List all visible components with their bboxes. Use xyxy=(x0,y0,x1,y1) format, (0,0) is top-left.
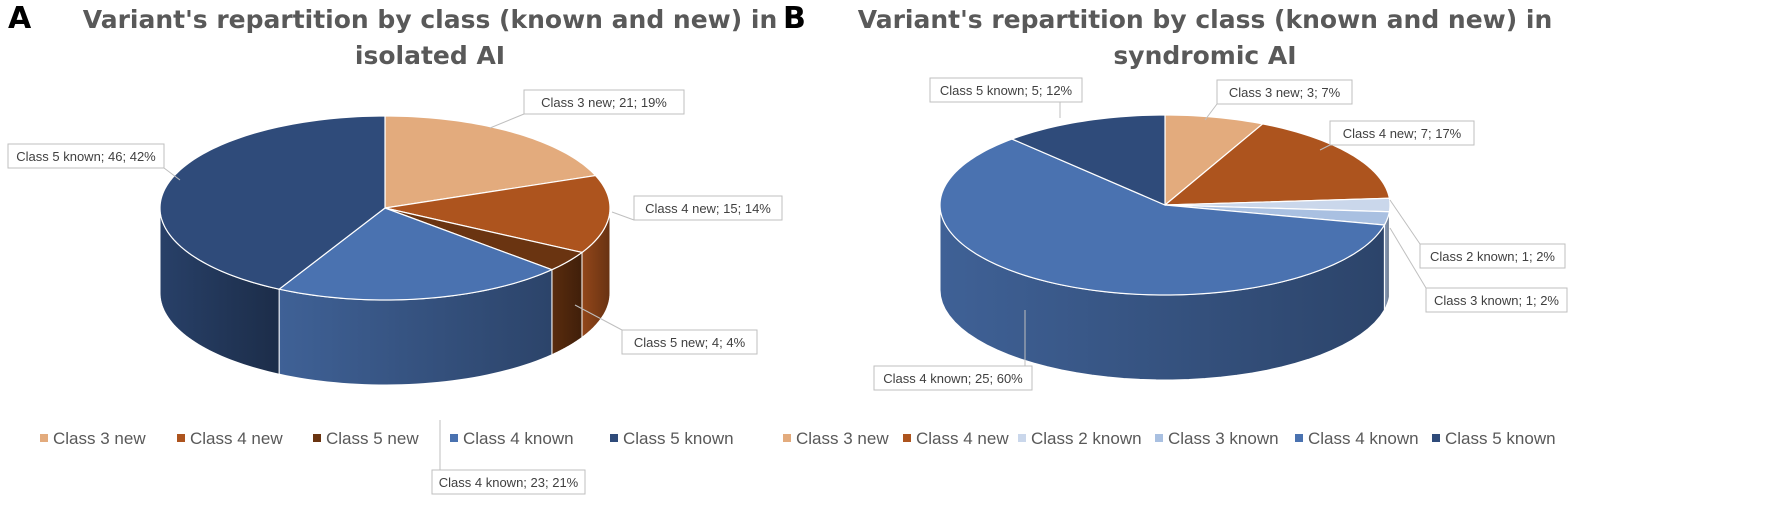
leader-line xyxy=(163,167,181,181)
legend-item-class-4-new: Class 4 new xyxy=(190,429,283,448)
leader-line xyxy=(1389,199,1421,245)
data-label-box xyxy=(7,143,165,169)
legend-swatch xyxy=(40,434,48,442)
leader-line xyxy=(574,304,623,331)
legend-item-class-3-new: Class 3 new xyxy=(796,429,889,448)
pie-side-class-3-known xyxy=(1383,211,1390,311)
legend-item-class-3-new: Class 3 new xyxy=(53,429,146,448)
data-label-class-3-known: Class 3 known; 1; 2% xyxy=(1434,293,1559,308)
data-label-class-5-known: Class 5 known; 46; 42% xyxy=(16,149,156,164)
data-label-box xyxy=(929,77,1083,103)
pie-slice-class-3-new xyxy=(1164,114,1264,207)
data-label-class-4-known: Class 4 known; 25; 60% xyxy=(883,371,1023,386)
leader-line xyxy=(489,113,525,129)
legend-item-class-4-known: Class 4 known xyxy=(1308,429,1419,448)
data-label-class-4-known: Class 4 known; 23; 21% xyxy=(439,475,579,490)
data-label-class-3-new: Class 3 new; 3; 7% xyxy=(1229,85,1341,100)
data-label-box xyxy=(1425,287,1568,313)
legend-swatch xyxy=(783,434,791,442)
legend-item-class-5-new: Class 5 new xyxy=(326,429,419,448)
pie-slice-class-4-new xyxy=(384,174,611,254)
pie-slice-class-5-known xyxy=(159,115,386,290)
data-label-class-5-new: Class 5 new; 4; 4% xyxy=(634,335,746,350)
pie-slice-class-2-known xyxy=(1164,197,1391,213)
leader-line xyxy=(1319,144,1331,151)
legend-item-class-3-known: Class 3 known xyxy=(1168,429,1279,448)
data-label-box xyxy=(1329,120,1475,146)
data-label-box xyxy=(1419,243,1566,269)
data-label-class-4-new: Class 4 new; 7; 17% xyxy=(1343,126,1462,141)
pie-chart-a: Class 3 new; 21; 19% Class 4 new; 15; 14%… xyxy=(7,89,783,495)
pie-slice-class-4-known xyxy=(939,138,1386,296)
legend-item-class-5-known: Class 5 known xyxy=(623,429,734,448)
legend-swatch xyxy=(450,434,458,442)
leader-line xyxy=(1389,227,1427,289)
data-label-class-3-new: Class 3 new; 21; 19% xyxy=(541,95,667,110)
pie-slice-class-4-new xyxy=(1163,123,1391,206)
data-label-box xyxy=(431,469,586,495)
data-label-class-2-known: Class 2 known; 1; 2% xyxy=(1430,249,1555,264)
legend-swatch xyxy=(903,434,911,442)
chart-title-b-line1: Variant's repartition by class (known an… xyxy=(858,5,1553,34)
legend-item-class-2-known: Class 2 known xyxy=(1031,429,1142,448)
leader-line xyxy=(1204,103,1218,121)
data-label-class-4-new: Class 4 new; 15; 14% xyxy=(645,201,771,216)
data-label-class-5-known: Class 5 known; 5; 12% xyxy=(940,83,1073,98)
data-label-box xyxy=(621,329,758,355)
panel-label-b: B xyxy=(783,1,806,36)
legend-swatch xyxy=(1018,434,1026,442)
legend-swatch xyxy=(610,434,618,442)
pie-slice-class-3-new xyxy=(384,115,597,209)
data-label-box xyxy=(633,195,783,221)
leader-line xyxy=(611,211,635,221)
legend-swatch xyxy=(313,434,321,442)
panel-label-a: A xyxy=(8,1,32,36)
legend-swatch xyxy=(1432,434,1440,442)
data-label-box xyxy=(1216,79,1353,105)
chart-title-a-line1: Variant's repartition by class (known an… xyxy=(83,5,778,34)
pie-slice-class-4-known xyxy=(277,207,554,301)
chart-title-a-line2: isolated AI xyxy=(355,41,505,70)
pie-slice-class-5-new xyxy=(384,207,584,271)
legend-swatch xyxy=(177,434,185,442)
pie-slice-class-5-known xyxy=(1010,114,1166,206)
data-label-box xyxy=(523,89,685,115)
data-label-box xyxy=(873,365,1033,391)
legend-a: Class 3 new Class 4 new Class 5 new Class 4… xyxy=(40,429,734,448)
legend-swatch xyxy=(1295,434,1303,442)
legend-swatch xyxy=(1155,434,1163,442)
legend-item-class-4-known: Class 4 known xyxy=(463,429,574,448)
legend-item-class-5-known: Class 5 known xyxy=(1445,429,1556,448)
legend-b: Class 3 new Class 4 new Class 2 known Class… xyxy=(783,429,1556,448)
pie-chart-b: Class 3 new; 3; 7% Class 4 new; 7; 17% Cla… xyxy=(783,77,1568,448)
chart-title-b-line2: syndromic AI xyxy=(1113,41,1296,70)
legend-item-class-4-new: Class 4 new xyxy=(916,429,1009,448)
